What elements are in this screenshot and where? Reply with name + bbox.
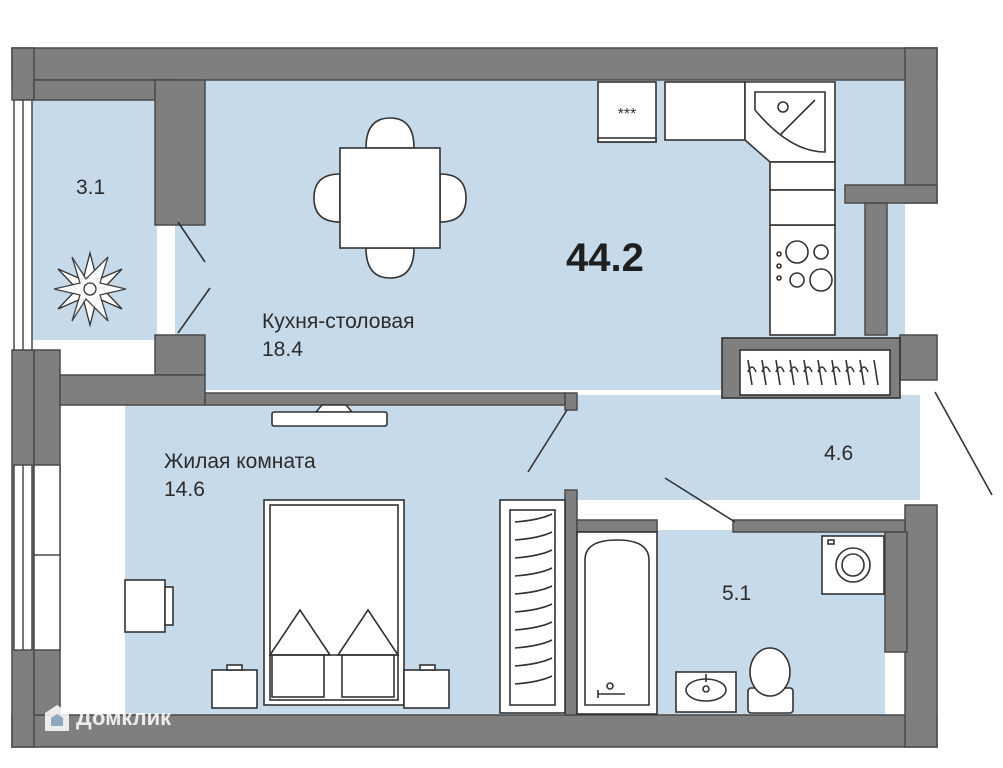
bath-right-top-wall xyxy=(732,519,906,533)
kitchen-area-label: 18.4 xyxy=(262,338,303,361)
outer-wall-right-top xyxy=(904,47,938,204)
living-area-label: 14.6 xyxy=(164,478,205,501)
entrance-door-line xyxy=(934,391,993,496)
kitchen-furniture xyxy=(597,81,836,336)
toilet-icon xyxy=(747,647,794,714)
bed-icon xyxy=(263,499,405,706)
hall-column xyxy=(899,334,938,381)
living-name-label: Жилая комната xyxy=(164,450,316,473)
counter-top xyxy=(664,81,746,141)
tv-icon xyxy=(271,404,388,427)
radiator-icon xyxy=(721,337,901,399)
outer-wall-right-bottom xyxy=(904,504,938,748)
kitchen-niche-wall xyxy=(844,184,938,204)
balcony-door-line-2 xyxy=(177,287,211,334)
bath-top-wall xyxy=(576,519,658,533)
kitchen-living-partition xyxy=(204,392,566,406)
wall-cap xyxy=(564,392,578,411)
washing-machine-icon xyxy=(821,535,885,595)
outer-wall-top xyxy=(11,47,938,81)
bath-left-wall xyxy=(564,489,578,716)
balcony-area-label: 3.1 xyxy=(76,176,106,199)
living-door-line xyxy=(527,409,568,473)
walls xyxy=(11,47,938,748)
stove-label: *** xyxy=(618,106,637,123)
watermark: Домклик xyxy=(44,704,171,732)
nightstand-icons xyxy=(211,664,450,709)
door-lines xyxy=(177,221,993,523)
hall-area-label: 4.6 xyxy=(824,442,854,465)
outer-wall-left-top xyxy=(11,47,35,101)
watermark-text: Домклик xyxy=(76,705,172,730)
domclick-logo-icon xyxy=(45,705,69,731)
windows xyxy=(13,99,61,651)
plant-icon xyxy=(53,250,127,328)
bath-right-wall xyxy=(884,531,908,653)
living-window-sill xyxy=(33,464,61,651)
partition-balcony-upper xyxy=(154,79,206,226)
washbasin-icon xyxy=(675,671,737,713)
kitchen-name-label: Кухня-столовая xyxy=(262,310,415,333)
counter-side xyxy=(769,161,836,191)
kitchen-niche-floor xyxy=(845,80,905,185)
dining-table-icon xyxy=(313,117,467,279)
hall-floor xyxy=(560,395,920,500)
kitchen-living-wall xyxy=(59,374,206,406)
armchair-icon xyxy=(124,579,174,633)
balcony-door-line-1 xyxy=(177,221,206,263)
bathtub-icon xyxy=(576,531,658,715)
bath-area-label: 5.1 xyxy=(722,582,752,605)
bath-door-line xyxy=(664,477,736,523)
partition-balcony-lower xyxy=(154,334,206,376)
total-area-label: 44.2 xyxy=(566,236,644,280)
oven-icon xyxy=(597,81,657,143)
balcony-top-wall xyxy=(33,79,175,101)
towel-rail-icon xyxy=(499,499,566,714)
kitchen-niche-column xyxy=(864,202,888,336)
